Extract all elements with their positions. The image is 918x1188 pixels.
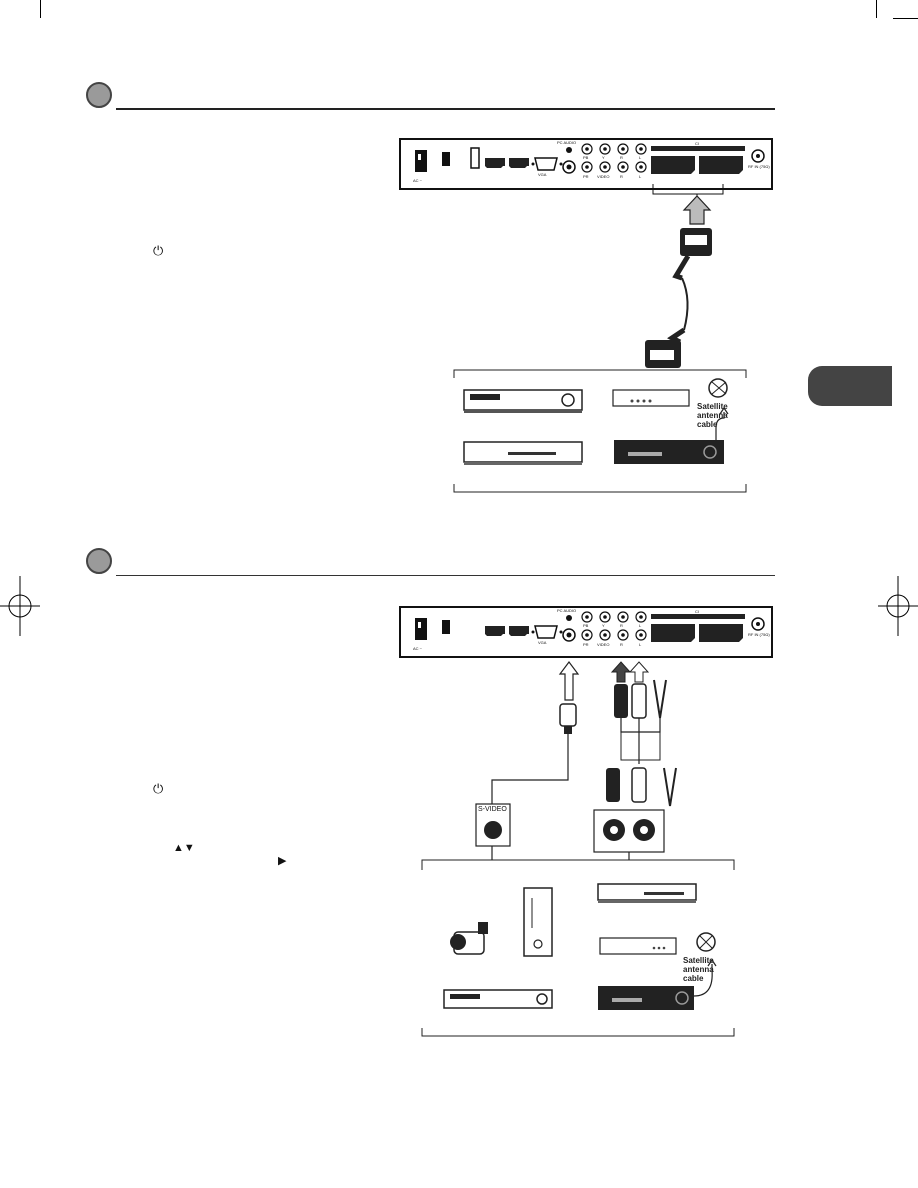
svg-text:RF IN (75Ω): RF IN (75Ω) xyxy=(748,632,770,637)
svg-text:AC ~: AC ~ xyxy=(413,646,423,651)
svg-text:PB: PB xyxy=(583,623,589,628)
satellite-label-1: Satellite antenna cable xyxy=(697,402,728,429)
satellite-label-1-line: Satellite xyxy=(697,402,728,411)
chapter-side-tab xyxy=(808,366,892,406)
svg-text:PR: PR xyxy=(583,642,589,647)
tv-back-panel-2: AC ~ VGA PC AUDIO PB PR Y VIDEO R R L L CI R… xyxy=(399,606,773,658)
svg-text:L: L xyxy=(639,155,642,160)
crop-mark-top-left xyxy=(40,0,41,18)
svg-text:R: R xyxy=(620,642,623,647)
svg-text:Y: Y xyxy=(602,623,605,628)
svg-text:CI: CI xyxy=(695,609,699,614)
svg-text:PC AUDIO: PC AUDIO xyxy=(557,608,576,613)
registration-mark-left xyxy=(0,576,40,636)
svg-text:R: R xyxy=(620,155,623,160)
svg-text:VGA: VGA xyxy=(538,640,547,645)
svg-text:PR: PR xyxy=(583,174,589,179)
svg-text:PC AUDIO: PC AUDIO xyxy=(557,140,576,145)
svg-text:L: L xyxy=(639,174,642,179)
svg-text:VIDEO: VIDEO xyxy=(597,174,609,179)
tv-back-panel-1: AC ~ VGA PC AUDIO PB PR Y VIDEO R R L L CI R… xyxy=(399,138,773,190)
crop-mark-top-right-h xyxy=(893,18,918,19)
devices-group-2 xyxy=(421,859,735,1037)
svg-text:L: L xyxy=(639,623,642,628)
svg-text:L: L xyxy=(639,642,642,647)
satellite-label-2-line: cable xyxy=(683,974,704,983)
up-down-arrows: ▲▼ xyxy=(173,842,195,854)
scart-connection-1 xyxy=(645,184,724,368)
power-symbol-1: ⏻ xyxy=(153,243,164,258)
right-arrow: ▶ xyxy=(278,855,287,867)
satellite-label-1-line: antenna xyxy=(697,411,728,420)
registration-mark-right xyxy=(878,576,918,636)
section-2-rule xyxy=(116,575,775,576)
satellite-label-2-line: antenna xyxy=(683,965,714,974)
section-2-marker xyxy=(86,548,112,574)
svg-text:CI: CI xyxy=(695,141,699,146)
svg-text:PB: PB xyxy=(583,155,589,160)
satellite-label-2: Satellite antenna cable xyxy=(683,956,714,983)
devices-group-1 xyxy=(453,369,747,493)
crop-mark-top-right xyxy=(876,0,877,18)
svg-text:Y: Y xyxy=(602,155,605,160)
power-symbol-2: ⏻ xyxy=(153,781,164,796)
svg-text:VGA: VGA xyxy=(538,172,547,177)
svideo-label: S-VIDEO xyxy=(478,806,507,813)
svg-text:R: R xyxy=(620,174,623,179)
section-1-marker xyxy=(86,82,112,108)
satellite-label-1-line: cable xyxy=(697,420,718,429)
svg-text:RF IN (75Ω): RF IN (75Ω) xyxy=(748,164,770,169)
svg-text:VIDEO: VIDEO xyxy=(597,642,609,647)
svg-text:R: R xyxy=(620,623,623,628)
section-1-rule xyxy=(116,108,775,110)
svg-text:AC ~: AC ~ xyxy=(413,178,423,183)
av-svideo-connection-2 xyxy=(475,661,677,860)
satellite-label-2-line: Satellite xyxy=(683,956,714,965)
